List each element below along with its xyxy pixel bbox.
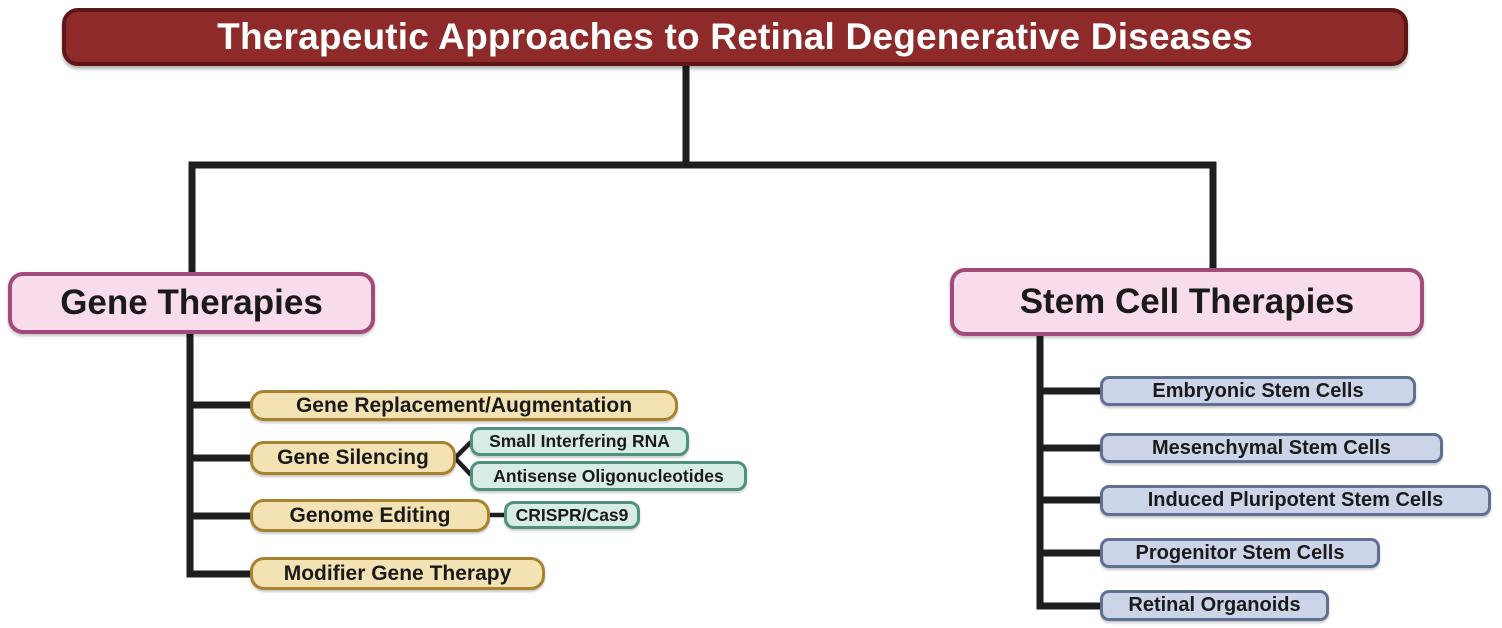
category-stem-cell-therapies: Stem Cell Therapies	[950, 268, 1424, 336]
node-small-interfering-rna: Small Interfering RNA	[470, 427, 689, 456]
diagram-title: Therapeutic Approaches to Retinal Degene…	[62, 8, 1408, 66]
connector-silencing-branch-up	[453, 440, 473, 460]
node-retinal-organoids: Retinal Organoids	[1100, 590, 1329, 621]
node-embryonic-stem-cells: Embryonic Stem Cells	[1100, 376, 1416, 406]
node-induced-pluripotent-stem-cells: Induced Pluripotent Stem Cells	[1100, 485, 1491, 516]
node-modifier-gene-therapy: Modifier Gene Therapy	[250, 557, 545, 590]
node-gene-replacement-augmentation: Gene Replacement/Augmentation	[250, 390, 678, 421]
node-gene-silencing: Gene Silencing	[250, 441, 456, 475]
connector-silencing-branch-down	[453, 456, 473, 477]
node-progenitor-stem-cells: Progenitor Stem Cells	[1100, 538, 1380, 568]
node-genome-editing: Genome Editing	[250, 499, 490, 532]
node-antisense-oligonucleotides: Antisense Oligonucleotides	[470, 461, 747, 491]
node-crispr-cas9: CRISPR/Cas9	[504, 501, 640, 529]
category-gene-therapies: Gene Therapies	[8, 272, 375, 334]
node-mesenchymal-stem-cells: Mesenchymal Stem Cells	[1100, 433, 1443, 463]
connector-top-span	[188, 161, 1217, 272]
